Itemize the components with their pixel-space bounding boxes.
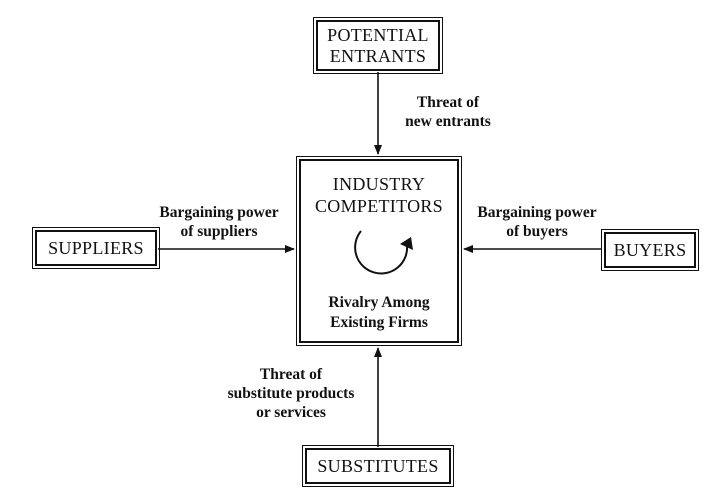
potential-entrants-box: POTENTIAL ENTRANTS [313,17,443,74]
threat-substitutes-label: Threat of substitute products or service… [227,366,355,421]
threat-new-entrants-label: Threat of new entrants [405,94,491,130]
buyer-power-label: Bargaining power of buyers [477,204,597,240]
substitutes-box: SUBSTITUTES [302,445,454,487]
suppliers-box: SUPPLIERS [32,227,160,269]
industry-competitors-box: INDUSTRY COMPETITORS Rivalry Among Exist… [296,156,462,346]
industry-competitors-title: INDUSTRY COMPETITORS [315,174,443,216]
supplier-power-label: Bargaining power of suppliers [159,204,279,240]
rivalry-cycle-icon [354,230,413,275]
buyers-box: BUYERS [601,229,699,271]
rivalry-label: Rivalry Among Existing Firms [328,294,430,331]
